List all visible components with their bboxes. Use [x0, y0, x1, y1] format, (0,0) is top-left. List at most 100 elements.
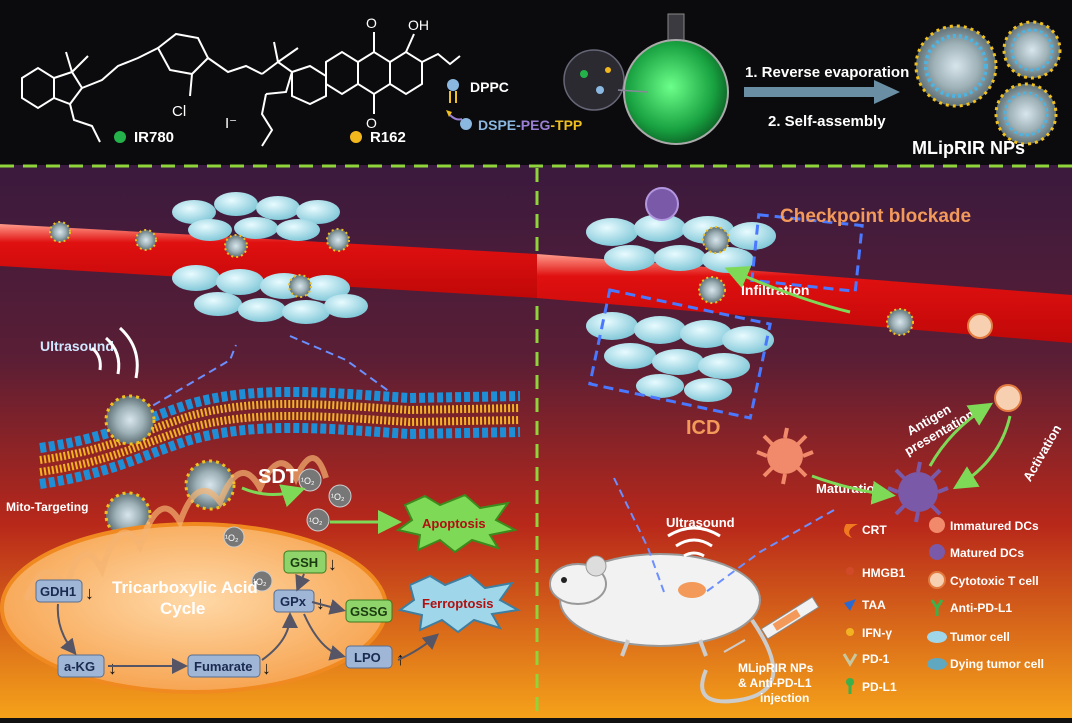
dspe-icon	[460, 118, 472, 130]
tumor-cell-icon	[927, 631, 947, 643]
dying-tumor-icon	[927, 658, 947, 670]
np-right-3	[886, 308, 914, 336]
ros-2: ¹O₂	[331, 492, 345, 502]
gpx-down-icon: ↓	[316, 593, 325, 613]
legend	[842, 517, 947, 694]
np-membrane	[104, 394, 156, 446]
sdt-arrow	[241, 484, 306, 508]
immature-dc	[756, 427, 814, 485]
gssg-label: GSSG	[350, 604, 388, 619]
bubble-dye	[580, 70, 588, 78]
legend-taa: TAA	[862, 598, 886, 612]
injection-label-3: injection	[760, 691, 809, 705]
crt-icon	[844, 524, 858, 538]
presentation-arrow	[928, 402, 994, 467]
fumarate-box	[187, 654, 261, 678]
apoptosis-label: Apoptosis	[422, 516, 486, 531]
akg-label: a-KG	[64, 659, 95, 674]
dppc-tail-icon	[449, 91, 457, 103]
legend-tumor: Tumor cell	[950, 630, 1010, 644]
gdh1-down-icon: ↓	[85, 583, 94, 603]
lpo-label: LPO	[354, 650, 381, 665]
tumor-cluster-right-upper	[586, 187, 776, 273]
legend-ifn: IFN-γ	[862, 626, 892, 640]
sdt-label: SDT	[258, 466, 298, 488]
legend-hmgb1: HMGB1	[862, 566, 906, 580]
legend-mature-dc: Matured DCs	[950, 546, 1024, 560]
mature-dc	[887, 461, 949, 523]
legend-crt: CRT	[862, 523, 887, 537]
mito-targeting-label: Mito-Targeting	[6, 500, 88, 514]
metabolic-arrows	[56, 573, 440, 674]
icd-label: ICD	[686, 417, 720, 439]
dspe-peg-tpp-label: DSPE-PEG-TPP	[478, 117, 582, 133]
immature-dc-icon	[929, 517, 945, 533]
zoom-line-right-1	[613, 477, 665, 593]
ir780-structure	[21, 32, 327, 147]
oxygen-bottom: O	[366, 115, 377, 131]
ros-bubbles	[223, 468, 352, 592]
product-label: MLipRIR NPs	[912, 138, 1025, 158]
legend-tcell: Cytotoxic T cell	[950, 574, 1039, 588]
tca-label: Tricarboxylic Acid	[112, 578, 258, 597]
tca-label-2: Cycle	[160, 599, 205, 618]
mouse-icon	[549, 553, 776, 704]
anti-pdl1-icon	[930, 599, 944, 616]
gpx-box	[273, 589, 315, 613]
ros-5: ¹O₂	[253, 577, 267, 587]
injection-label-2: & Anti-PD-L1	[738, 676, 812, 690]
ros-3: ¹O₂	[309, 516, 323, 526]
ir780-label: IR780	[134, 129, 174, 146]
bubble-drug	[605, 67, 611, 73]
process-arrow-shaft	[744, 87, 874, 97]
legend-pd1: PD-1	[862, 652, 890, 666]
akg-box	[57, 654, 105, 678]
np-right-1	[702, 226, 730, 254]
ferroptosis-label: Ferroptosis	[422, 596, 494, 611]
np-cluster	[914, 20, 1062, 146]
vessel-nanoparticles	[49, 221, 350, 298]
ir780-dot	[114, 131, 126, 143]
zoom-line-right-2	[705, 509, 835, 593]
chloro-label: Cl	[172, 103, 186, 120]
activation-arrow	[952, 415, 1012, 490]
zoom-line-left-2	[289, 335, 391, 393]
pd1-icon	[842, 653, 858, 667]
fumarate-label: Fumarate	[194, 659, 253, 674]
dppc-icon	[447, 79, 459, 91]
flask-icon	[623, 39, 729, 145]
peg-chain-icon	[449, 114, 463, 121]
cristae	[23, 455, 329, 602]
zoom-line	[617, 89, 649, 93]
fumarate-down-icon: ↓	[262, 658, 271, 678]
gdh1-box	[35, 579, 83, 603]
ultrasound-waves-right	[667, 526, 721, 558]
legend-dying: Dying tumor cell	[950, 657, 1044, 671]
infiltration-arrow	[724, 266, 851, 314]
cell-membrane	[39, 386, 521, 489]
legend-anti-pdl1: Anti-PD-L1	[950, 601, 1012, 615]
process-arrow-head	[874, 80, 900, 104]
hmgb1-icon	[846, 567, 854, 575]
activated-tcell	[994, 384, 1022, 412]
apoptosis-burst	[395, 493, 518, 554]
tumor-cluster-upper	[172, 192, 340, 241]
tcell-in-vessel	[967, 313, 993, 339]
gsh-down-icon: ↓	[328, 554, 337, 574]
legend-pdl1: PD-L1	[862, 680, 897, 694]
flask-neck	[667, 13, 685, 43]
np-right-2	[698, 276, 726, 304]
ultrasound-waves-left	[91, 326, 139, 379]
gssg-box	[345, 599, 393, 623]
maturation-arrow	[811, 474, 896, 505]
r162-structure	[325, 32, 461, 114]
hydroxyl: OH	[408, 17, 429, 33]
gsh-box	[283, 550, 327, 574]
oxygen-top: O	[366, 15, 377, 31]
lpo-box	[345, 645, 393, 669]
ultrasound-label-right: Ultrasound	[666, 515, 735, 530]
zoom-box-lower	[588, 288, 772, 420]
taa-icon	[844, 599, 856, 611]
